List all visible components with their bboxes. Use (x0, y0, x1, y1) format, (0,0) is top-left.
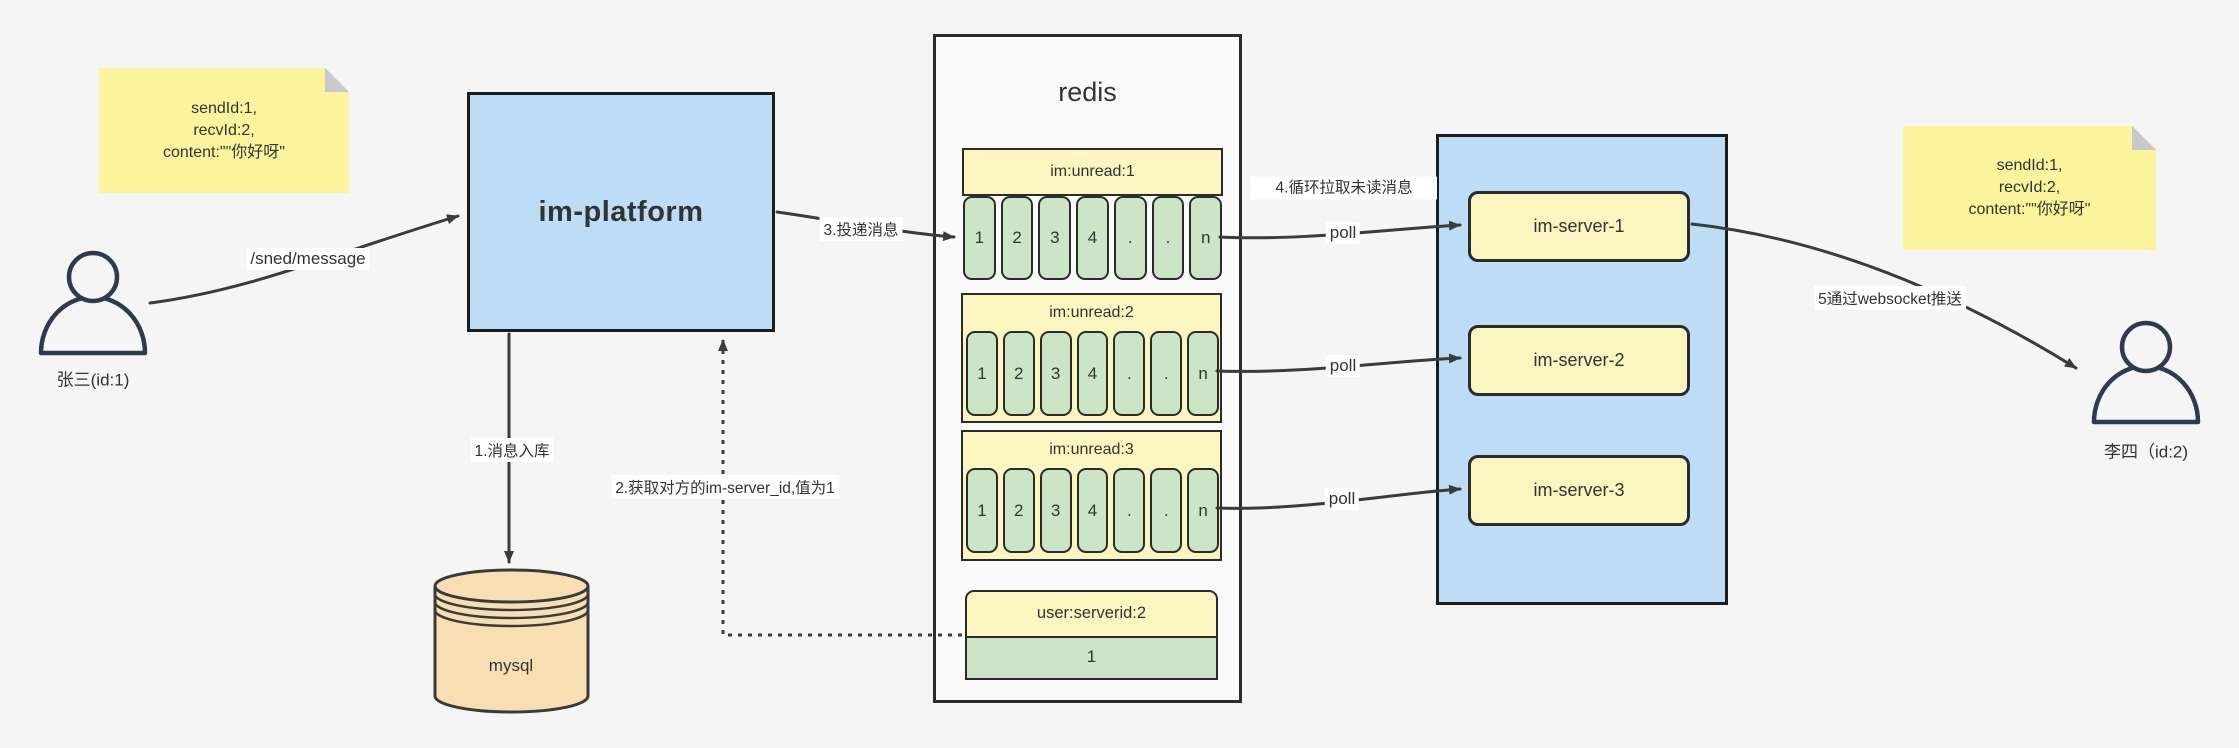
queue-cell: n (1187, 468, 1220, 553)
unread-queue-3-cells: 1 2 3 4 . . n (966, 468, 1220, 553)
queue-cell: . (1113, 196, 1147, 280)
queue-cell: 2 (1000, 196, 1034, 280)
queue-cell: . (1151, 196, 1185, 280)
im-server-3-node: im-server-3 (1468, 455, 1690, 526)
queue-cell: . (1150, 468, 1183, 553)
unread-queue-1-cells: 1 2 3 4 . . n (963, 196, 1223, 280)
queue-cell: 4 (1076, 331, 1109, 416)
redis-title: redis (1058, 77, 1117, 107)
im-server-1-node: im-server-1 (1468, 191, 1690, 262)
queue-cell: 1 (963, 196, 996, 280)
edge-label-poll-2: poll (1325, 355, 1361, 377)
note-line: content:""你好呀" (163, 143, 285, 161)
queue-cell: . (1150, 331, 1183, 416)
mysql-label: mysql (488, 656, 534, 675)
sticky-note-right: sendId:1, recvId:2, content:""你好呀" (1903, 126, 2156, 250)
note-fold-icon (325, 68, 349, 92)
im-platform-label: im-platform (538, 195, 704, 228)
unread-queue-3-header: im:unread:3 (1049, 441, 1134, 458)
queue-cell: 2 (1002, 331, 1035, 416)
mysql-cylinder-icon (433, 568, 590, 714)
queue-cell: 3 (1039, 468, 1072, 553)
queue-cell: 4 (1076, 468, 1109, 553)
sticky-note-left: sendId:1, recvId:2, content:""你好呀" (99, 68, 349, 193)
sender-label: 张三(id:1) (56, 370, 130, 390)
user-serverid-header: user:serverid:2 (965, 590, 1218, 638)
queue-cell: . (1113, 331, 1146, 416)
queue-cell: . (1113, 468, 1146, 553)
queue-cell: n (1187, 331, 1220, 416)
unread-queue-1-header: im:unread:1 (962, 148, 1223, 196)
queue-cell: 4 (1076, 196, 1109, 280)
note-fold-icon (2132, 126, 2156, 150)
queue-cell: 2 (1002, 468, 1035, 553)
edge-label-push: 5通过websocket推送 (1814, 286, 1966, 310)
receiver-label: 李四（id:2) (2103, 442, 2189, 462)
receiver-user-icon (2091, 320, 2201, 425)
user-serverid-value: 1 (965, 636, 1218, 680)
queue-cell: 1 (966, 331, 998, 416)
redis-container: redis im:unread:1 1 2 3 4 . . n im:unrea… (933, 34, 1242, 703)
edge-label-send: /sned/message (246, 248, 370, 270)
im-server-2-node: im-server-2 (1468, 325, 1690, 396)
edge-label-poll-note: 4.循环拉取未读消息 (1251, 176, 1437, 200)
im-platform-node: im-platform (467, 92, 775, 332)
note-line: recvId:2, (1998, 179, 2061, 196)
edge-label-poll-3: poll (1324, 488, 1360, 510)
note-line: sendId:1, (191, 99, 257, 117)
edge-label-lookup: 2.获取对方的im-server_id,值为1 (611, 475, 839, 499)
edge-label-deliver: 3.投递消息 (819, 217, 903, 241)
queue-cell: 3 (1039, 331, 1072, 416)
note-line: recvId:2, (193, 121, 255, 139)
sender-user-icon (38, 250, 148, 356)
im-server-cluster: im-server-1 im-server-2 im-server-3 (1436, 134, 1728, 605)
note-line: sendId:1, (1996, 157, 2063, 174)
unread-queue-2-cells: 1 2 3 4 . . n (966, 331, 1220, 416)
note-line: content:""你好呀" (1968, 201, 2091, 218)
queue-cell: 3 (1038, 196, 1072, 280)
queue-cell: n (1189, 196, 1223, 280)
unread-queue-2-header: im:unread:2 (1049, 304, 1134, 321)
queue-cell: 1 (966, 468, 998, 553)
edge-label-store: 1.消息入库 (470, 438, 554, 462)
edge-label-poll-1: poll (1325, 222, 1361, 244)
